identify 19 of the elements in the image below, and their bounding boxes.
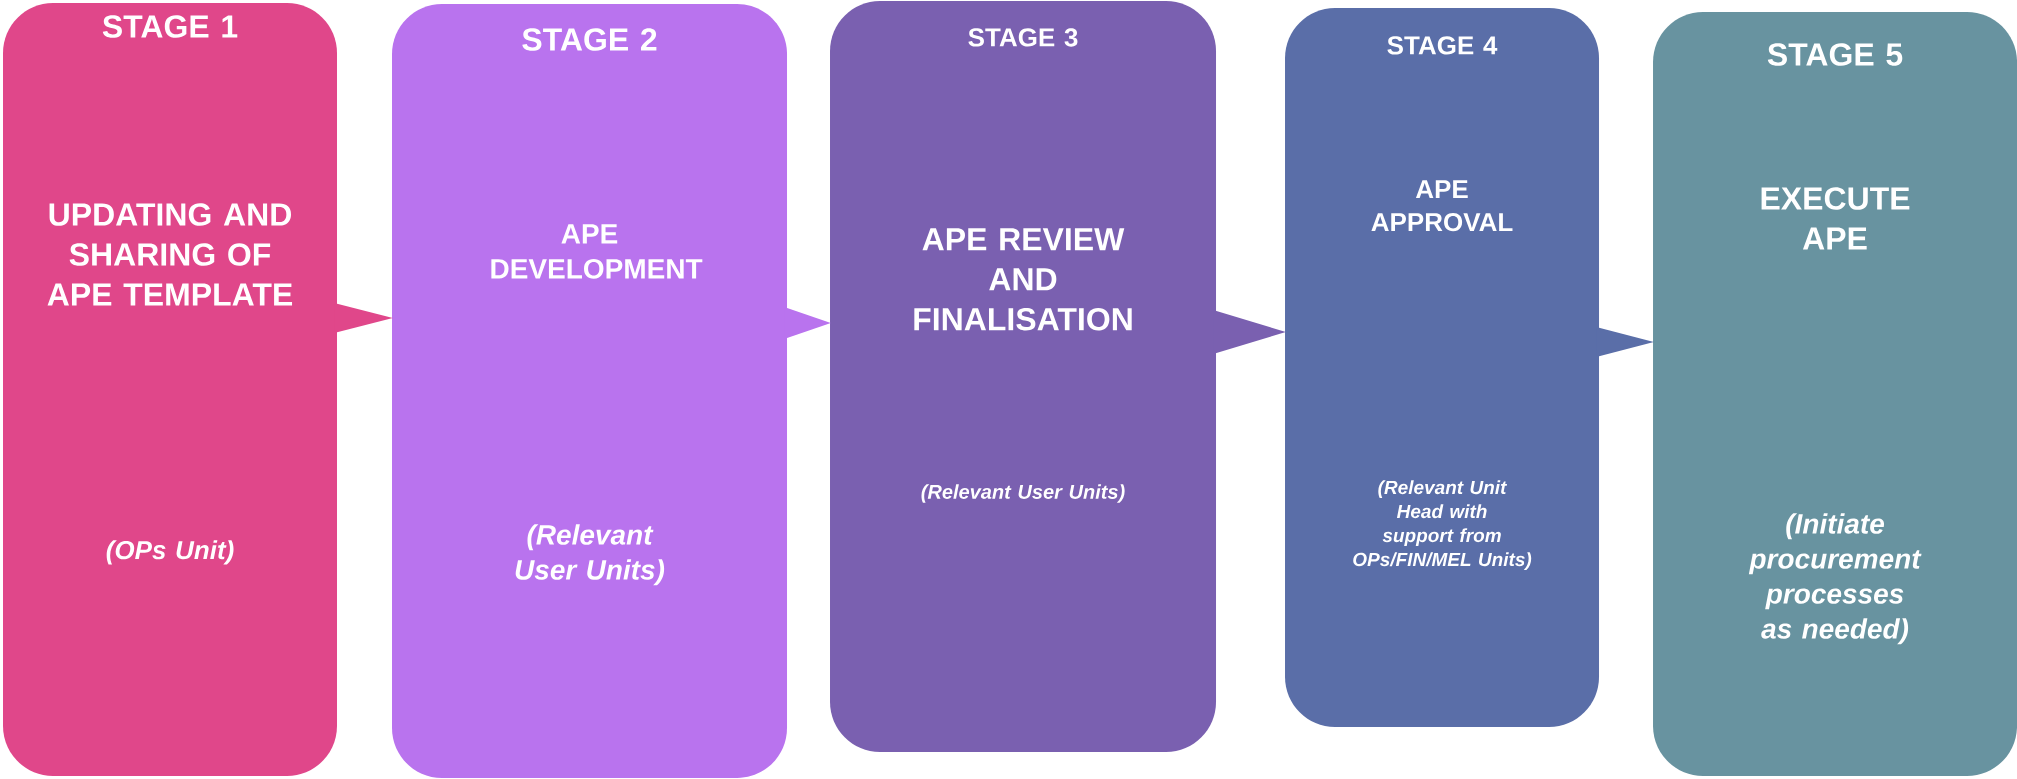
stage-title: APE DEVELOPMENT bbox=[491, 224, 703, 279]
responsible-unit-note: (Relevant Unit Head with support from OPs/FIN/MEL Units) bbox=[1353, 480, 1532, 570]
stage-title: UPDATING AND SHARING OF APE TEMPLATE bbox=[47, 203, 293, 306]
pointer-tail bbox=[334, 303, 393, 333]
stage-label: STAGE 2 bbox=[522, 28, 657, 51]
stage-title: APE APPROVAL bbox=[1371, 180, 1513, 232]
stage-label: STAGE 3 bbox=[968, 28, 1078, 47]
pointer-tail bbox=[784, 307, 831, 339]
stage-label: STAGE 1 bbox=[102, 15, 238, 38]
responsible-unit-note: (Relevant User Units) bbox=[515, 524, 665, 586]
responsible-unit-note: (Initiate procurement processes as needed) bbox=[1748, 513, 1922, 645]
pointer-tail bbox=[1213, 310, 1286, 354]
responsible-unit-note: (OPs Unit) bbox=[106, 540, 234, 565]
stage-label: STAGE 5 bbox=[1767, 43, 1903, 66]
responsible-unit-note: (Relevant User Units) bbox=[921, 484, 1125, 503]
pointer-tail bbox=[1596, 327, 1654, 357]
stage-title: EXECUTE APE bbox=[1761, 187, 1910, 250]
stage-label: STAGE 4 bbox=[1387, 36, 1498, 55]
stage-title: APE REVIEW AND FINALISATION bbox=[914, 228, 1132, 331]
